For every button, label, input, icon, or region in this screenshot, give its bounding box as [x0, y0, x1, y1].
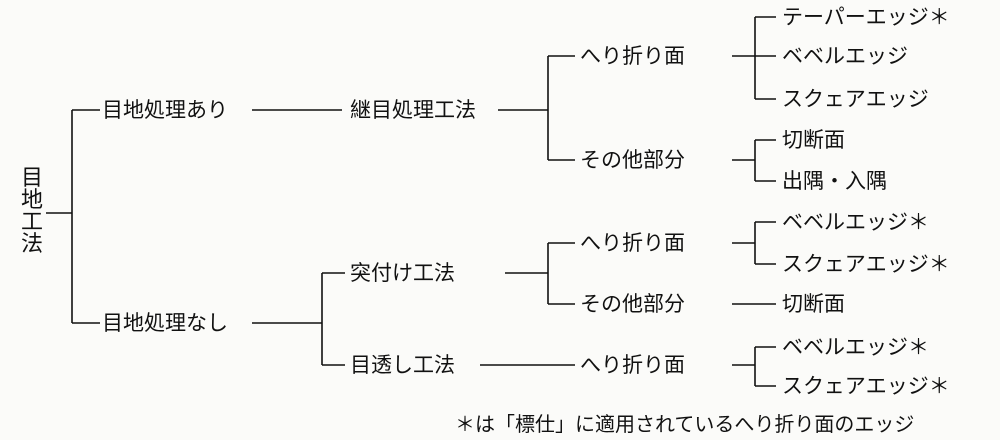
leaf-seam-bevel-edge: ベベルエッジ — [782, 44, 908, 68]
node-without-joint-treatment: 目地処理なし — [102, 311, 228, 335]
footnote: ＊は「標仕」に適用されているへり折り面のエッジ — [455, 412, 915, 436]
leaf-reveal-bevel-edge: ベベルエッジ＊ — [782, 335, 929, 359]
root-node: 目地工法 — [20, 166, 44, 257]
node-butt-method: 突付け工法 — [350, 261, 455, 285]
leaf-seam-cut-face: 切断面 — [782, 128, 845, 152]
leaf-seam-corner: 出隅・入隅 — [782, 169, 887, 193]
node-seam-method: 継目処理工法 — [350, 98, 476, 122]
node-reveal-edge: へり折り面 — [580, 353, 685, 377]
leaf-butt-bevel-edge: ベベルエッジ＊ — [782, 210, 929, 234]
node-with-joint-treatment: 目地処理あり — [102, 98, 228, 122]
leaf-reveal-square-edge: スクェアエッジ＊ — [782, 374, 950, 398]
leaf-butt-square-edge: スクェアエッジ＊ — [782, 252, 950, 276]
node-seam-other: その他部分 — [580, 148, 685, 172]
leaf-butt-cut-face: 切断面 — [782, 292, 845, 316]
node-butt-other: その他部分 — [580, 292, 685, 316]
leaf-seam-square-edge: スクェアエッジ — [782, 87, 929, 111]
node-butt-edge: へり折り面 — [580, 231, 685, 255]
leaf-seam-tapered-edge: テーパーエッジ＊ — [782, 5, 950, 29]
node-seam-edge: へり折り面 — [580, 44, 685, 68]
node-reveal-method: 目透し工法 — [350, 353, 455, 377]
